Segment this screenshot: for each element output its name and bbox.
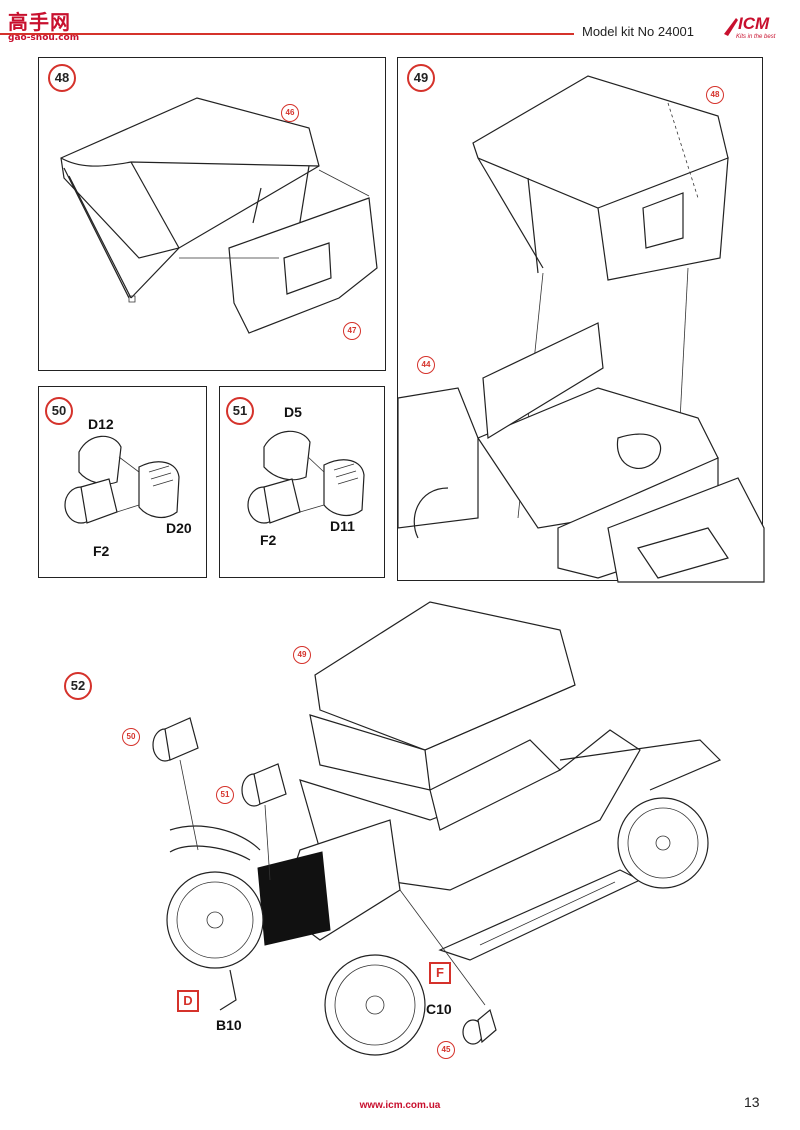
step-number-badge: 49: [407, 64, 435, 92]
color-code-f: F: [429, 962, 451, 984]
step-52-drawing: [152, 601, 722, 1056]
logo-tagline: Kits in the best: [736, 34, 776, 40]
step-48-panel: 48 46 47: [38, 57, 386, 371]
step-50-drawing: [64, 435, 180, 524]
icm-logo: ICM Kits in the best: [722, 14, 786, 46]
footer-url: www.icm.com.ua: [359, 1100, 441, 1111]
watermark-text: 高手网: [8, 10, 71, 34]
step-number-badge: 51: [226, 397, 254, 425]
ref-badge-45: 45: [437, 1041, 455, 1059]
ref-badge-50: 50: [122, 728, 140, 746]
ref-badge-44: 44: [417, 356, 435, 374]
step-48-drawing: [60, 97, 378, 334]
ref-badge-51: 51: [216, 786, 234, 804]
step-49-drawing: [397, 75, 765, 583]
watermark: 高手网 gao-shou.com: [8, 6, 79, 43]
ref-badge-47: 47: [343, 322, 361, 340]
step-number-badge: 52: [64, 672, 92, 700]
step-number-badge: 48: [48, 64, 76, 92]
logo-text: ICM: [738, 14, 770, 33]
part-label-c10: C10: [426, 1001, 452, 1017]
part-label-d20: D20: [166, 520, 192, 536]
ref-badge-49: 49: [293, 646, 311, 664]
step-number-badge: 50: [45, 397, 73, 425]
part-label-d5: D5: [284, 404, 302, 420]
step-49-panel: 49 48 44: [397, 57, 765, 583]
part-label-b10: B10: [216, 1017, 242, 1033]
icm-logo-mark: [724, 18, 738, 36]
part-label-f2: F2: [260, 532, 277, 548]
step-51-panel: 51 D5 D11 F2: [219, 386, 385, 578]
part-label-f2: F2: [93, 543, 110, 559]
model-kit-label: Model kit No 24001: [582, 24, 695, 39]
ref-badge-46: 46: [281, 104, 299, 122]
page-number: 13: [744, 1094, 760, 1110]
watermark-subtext: gao-shou.com: [8, 33, 80, 43]
step-51-drawing: [247, 430, 365, 524]
step-50-panel: 50 D12 D20 F2: [38, 386, 207, 578]
part-label-d12: D12: [88, 416, 114, 432]
part-label-d11: D11: [330, 518, 355, 534]
ref-badge-48: 48: [706, 86, 724, 104]
header-rule: [0, 33, 574, 35]
color-code-d: D: [177, 990, 199, 1012]
